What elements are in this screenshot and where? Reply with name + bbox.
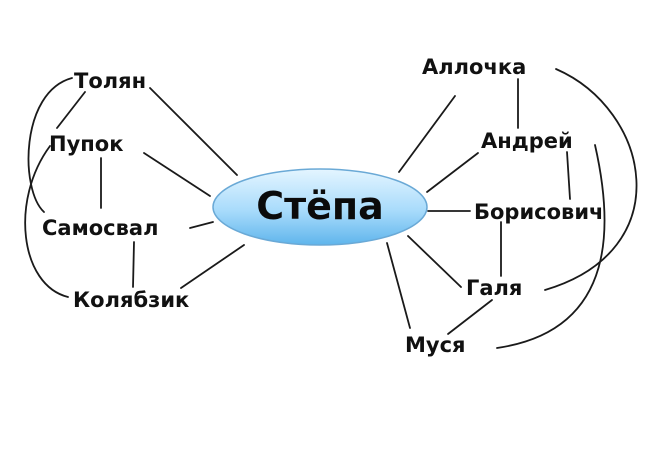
node-borisovich: Борисович: [474, 200, 603, 224]
edge-center-pupok: [143, 152, 211, 197]
node-musya: Муся: [405, 333, 466, 357]
node-andrey: Андрей: [481, 129, 573, 153]
edge-allochka-galya-curve: [544, 68, 638, 291]
node-allochka: Аллочка: [422, 55, 526, 79]
edge-center-tolyan: [149, 87, 238, 176]
edge-tolyan-samosval-curve: [27, 77, 73, 213]
edge-andrey-musya-curve: [496, 144, 606, 349]
edge-samosval-kolyabzik: [132, 241, 135, 288]
edge-tolyan-pupok: [56, 91, 86, 129]
edge-center-kolyabzik: [180, 244, 245, 289]
edge-center-samosval: [189, 221, 214, 229]
edge-center-galya: [407, 235, 462, 288]
edge-center-andrey: [426, 152, 479, 193]
center-node-ellipse: [212, 168, 428, 246]
node-samosval: Самосвал: [42, 216, 158, 240]
center-node-label: Стёпа: [256, 184, 384, 228]
node-tolyan: Толян: [74, 69, 146, 93]
edge-center-allochka: [398, 95, 456, 173]
edge-pupok-kolyabzik-curve: [24, 145, 69, 298]
edge-center-musya: [386, 242, 411, 329]
node-galya: Галя: [466, 276, 522, 300]
edge-andrey-borisovich: [566, 151, 571, 200]
node-pupok: Пупок: [49, 132, 123, 156]
edge-galya-musya: [447, 299, 493, 335]
node-kolyabzik: Колябзик: [73, 288, 189, 312]
